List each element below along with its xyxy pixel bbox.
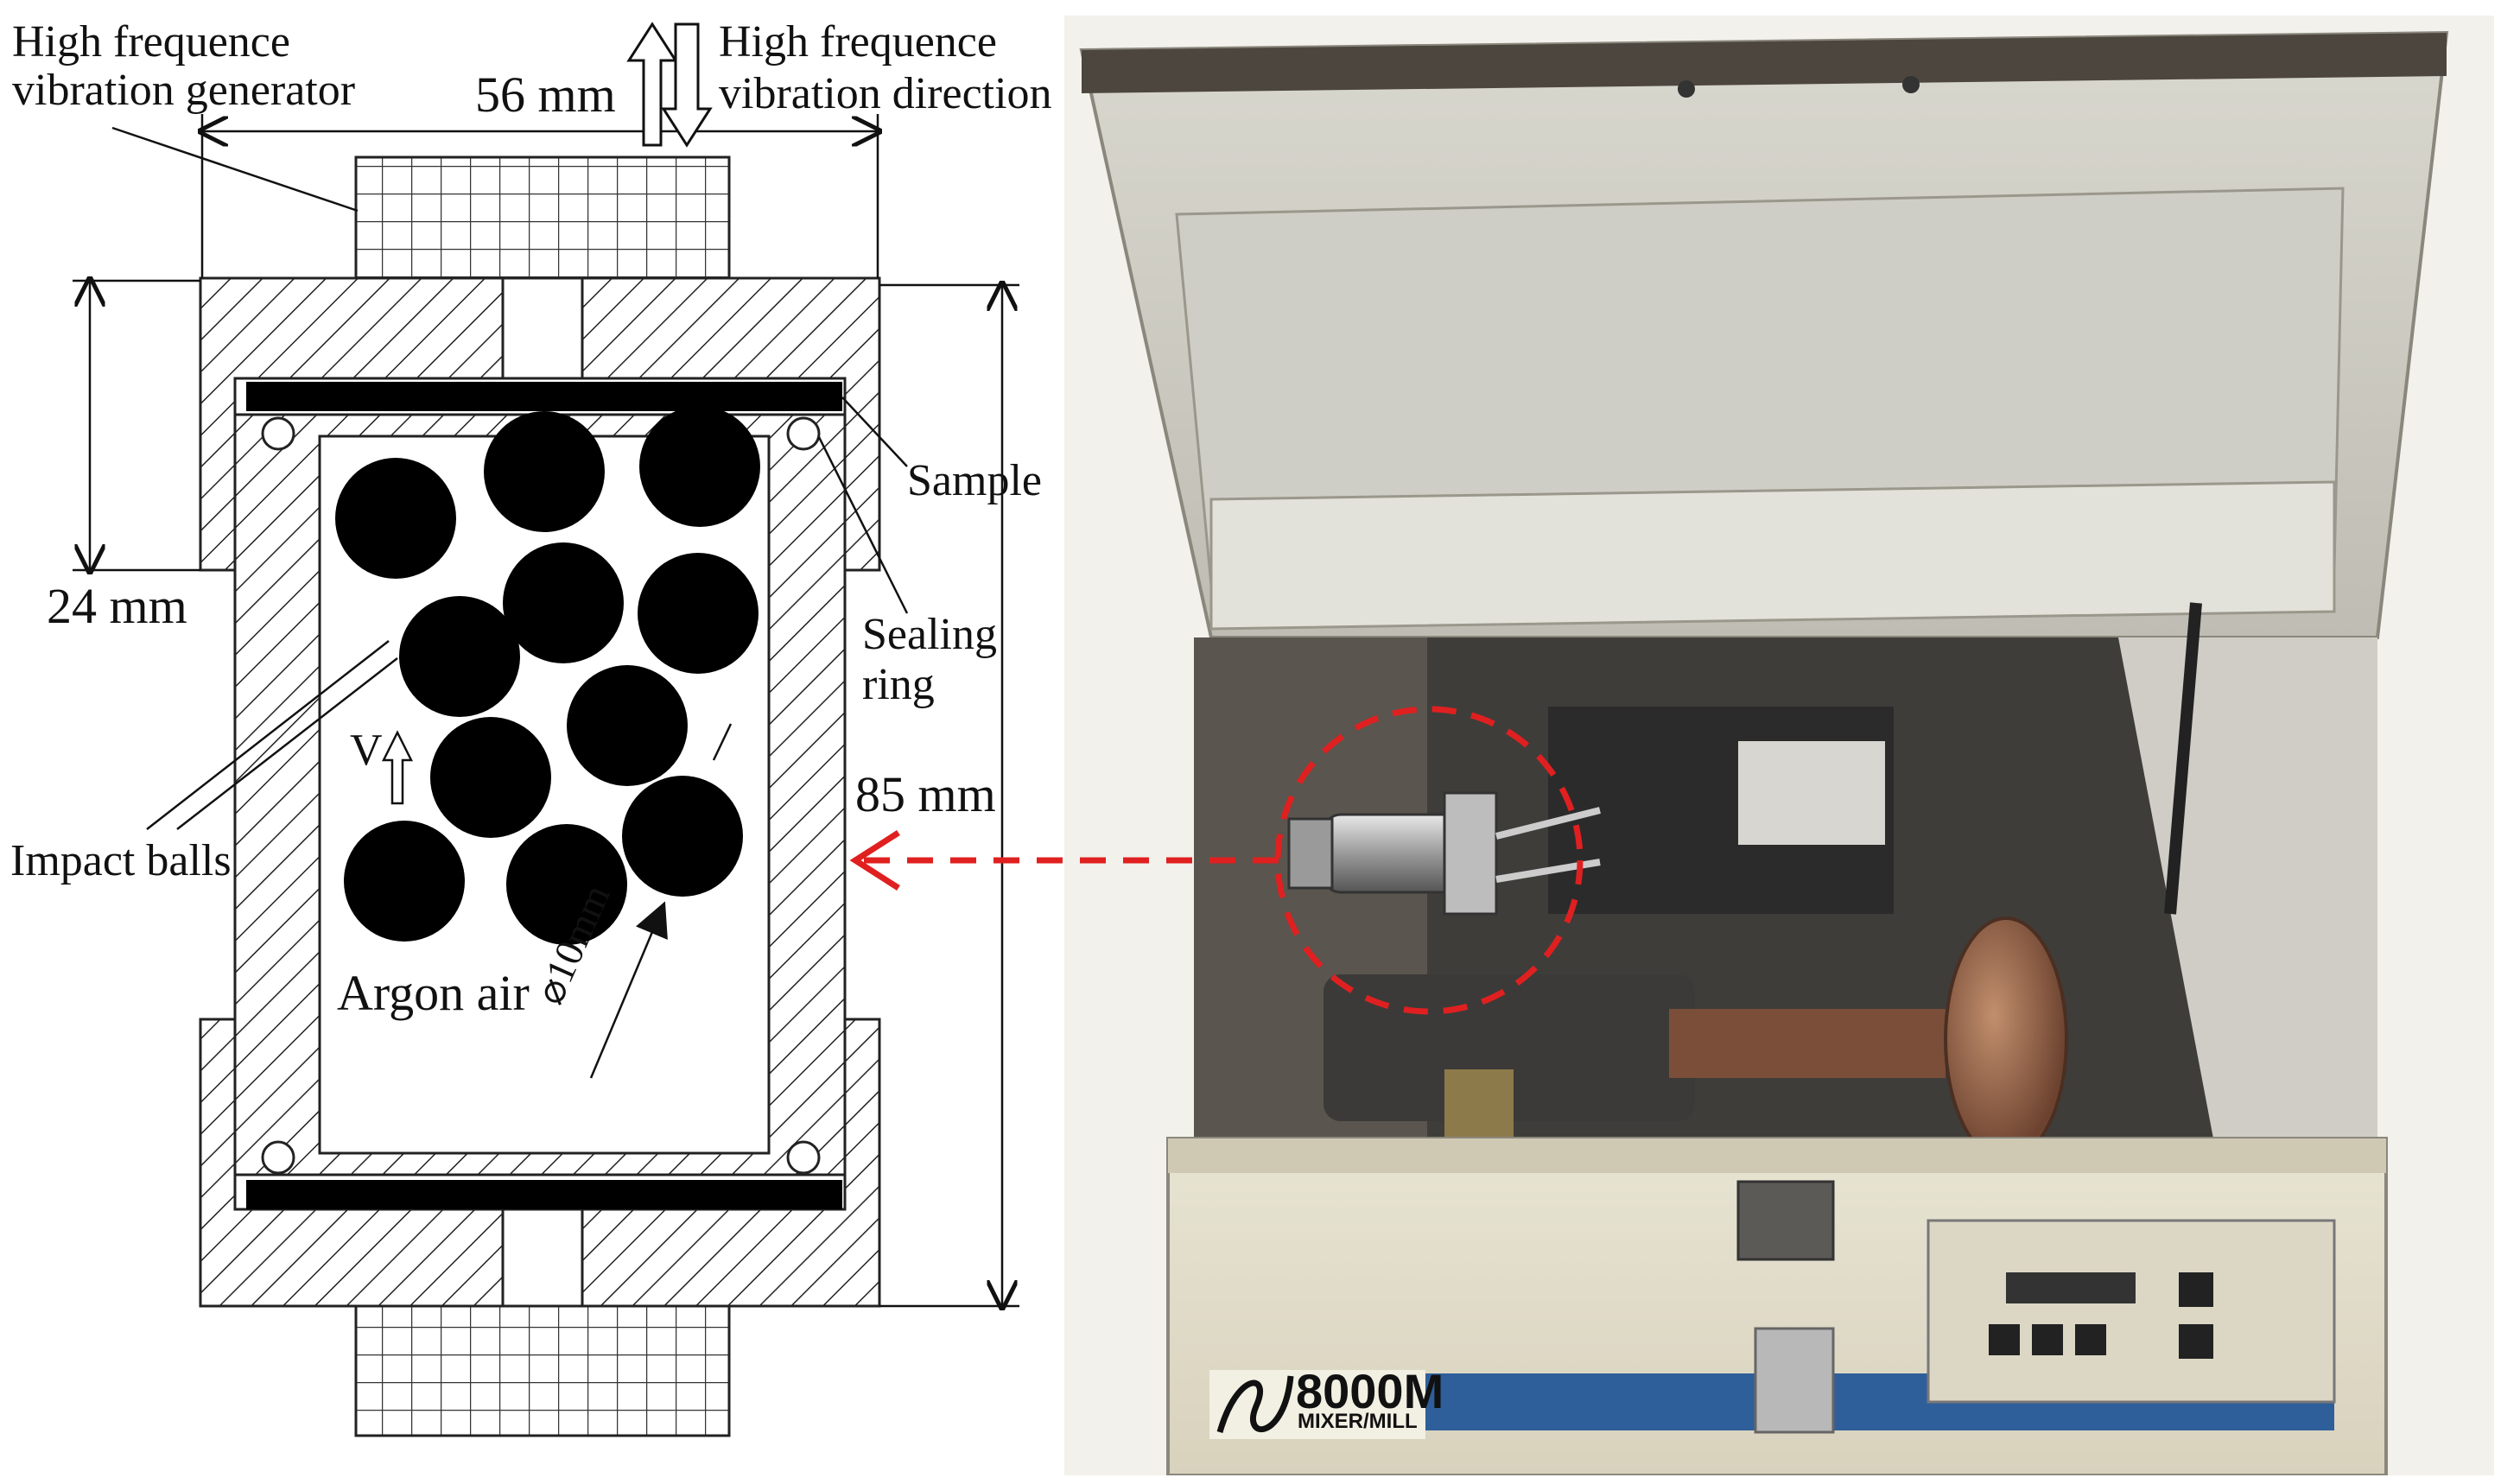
sample-plate-top bbox=[246, 382, 842, 411]
impact-balls bbox=[335, 406, 760, 945]
velocity-label: V bbox=[350, 726, 383, 775]
generator-label-line1: High frequence bbox=[12, 17, 290, 67]
impact-balls-label: Impact balls bbox=[10, 836, 232, 885]
vibration-arrows bbox=[626, 22, 713, 148]
control-panel bbox=[1927, 1219, 2336, 1404]
mixer-mill-photo bbox=[1064, 16, 2494, 1475]
velocity-arrow bbox=[381, 730, 414, 805]
sample-plate-bottom bbox=[246, 1180, 842, 1209]
sealing-ring-label-line1: Sealing bbox=[862, 610, 997, 659]
top-generator-block bbox=[354, 155, 731, 280]
sealing-ring bbox=[261, 416, 295, 451]
vial-highlight-circle bbox=[1274, 706, 1584, 1015]
direction-label-line2: vibration direction bbox=[719, 69, 1052, 118]
bottom-generator-block bbox=[354, 1304, 731, 1437]
top-cap bbox=[199, 276, 881, 572]
sealing-ring-label-line2: ring bbox=[862, 660, 935, 709]
width-dimension-label: 56 mm bbox=[475, 67, 616, 123]
machine-model-label: 8000M bbox=[1296, 1364, 1444, 1418]
sample-label: Sample bbox=[907, 456, 1042, 505]
generator-label-line2: vibration generator bbox=[12, 66, 356, 115]
machine-type-label: MIXER/MILL bbox=[1298, 1410, 1418, 1433]
vial-schematic bbox=[73, 22, 1019, 1437]
height-large-dimension-label: 85 mm bbox=[855, 766, 996, 822]
argon-label: Argon air bbox=[337, 965, 530, 1021]
bottom-cap bbox=[199, 1018, 881, 1308]
brand-logo-icon bbox=[1216, 1375, 1294, 1433]
height-small-dimension-label: 24 mm bbox=[47, 578, 187, 634]
latch bbox=[1736, 1180, 1835, 1261]
direction-label-line1: High frequence bbox=[719, 17, 997, 67]
